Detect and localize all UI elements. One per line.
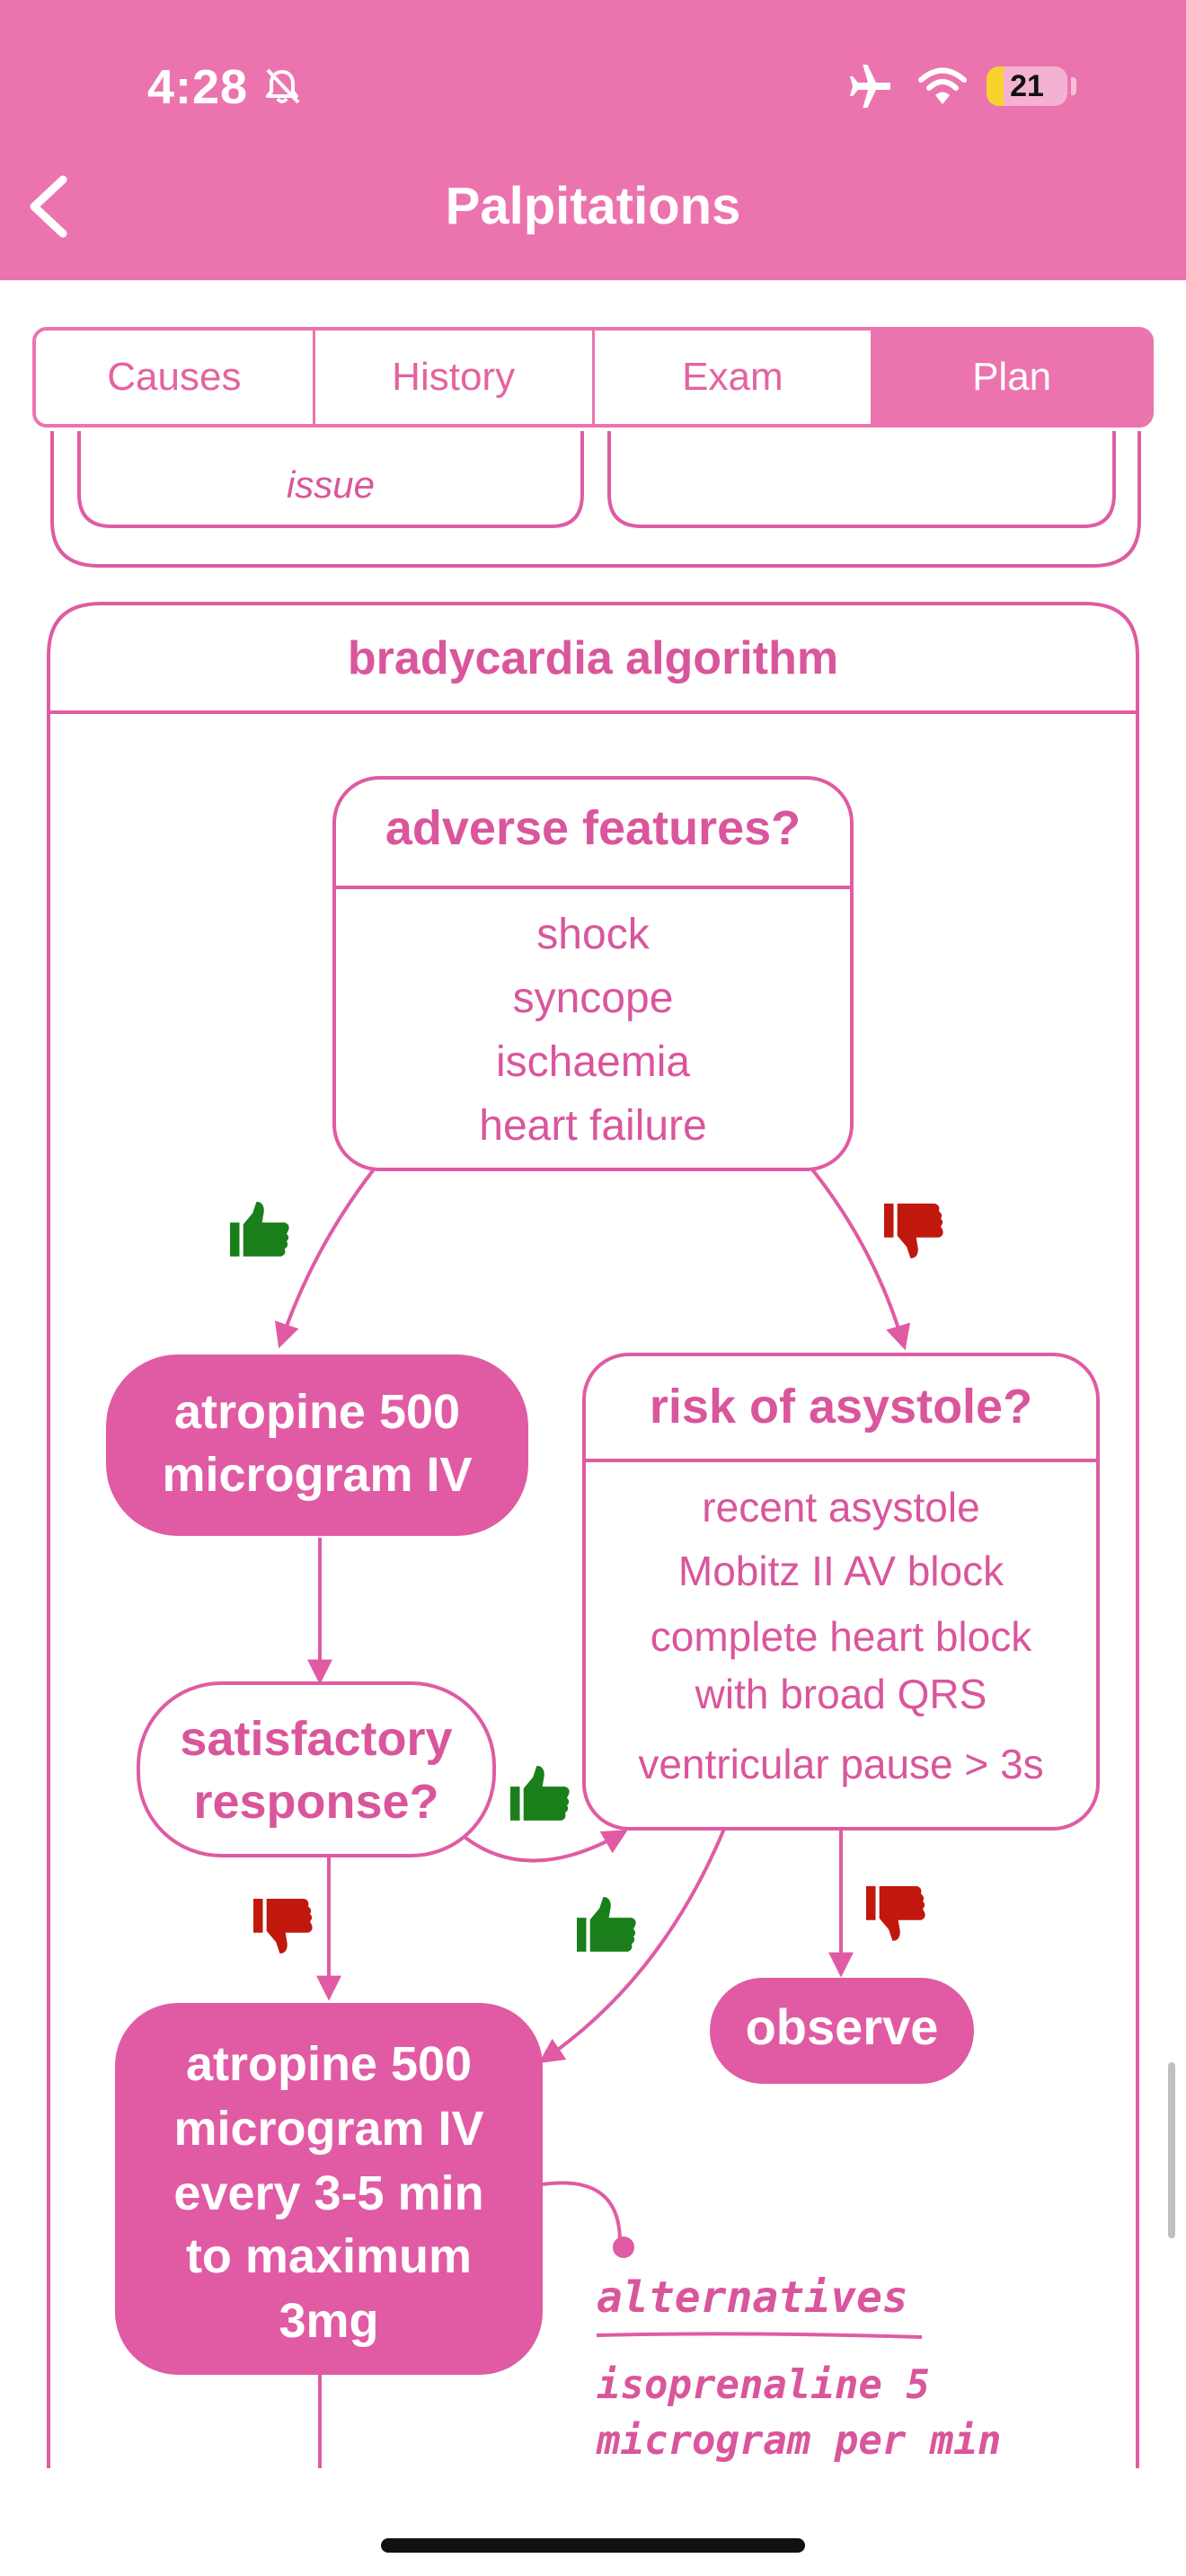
satisfactory-line: response? — [193, 1775, 438, 1829]
thumbs-down-icon — [253, 1899, 313, 1954]
chevron-left-icon[interactable] — [22, 171, 75, 243]
alternatives-item: isoprenaline 5 — [597, 2362, 930, 2408]
thumbs-up-icon — [577, 1897, 636, 1952]
risk-item: Mobitz II AV block — [678, 1548, 1005, 1594]
risk-item: ventricular pause > 3s — [638, 1741, 1043, 1787]
risk-of-asystole-box: risk of asystole? recent asystole Mobitz… — [582, 1353, 1100, 1831]
adverse-features-box: adverse features? shock syncope ischaemi… — [332, 776, 854, 1171]
observe-box[interactable]: observe — [710, 1978, 974, 2084]
atropine-repeat-line: to maximum — [186, 2229, 472, 2283]
adverse-title: adverse features? — [385, 801, 801, 855]
tab-plan[interactable]: Plan — [873, 331, 1150, 424]
risk-item: with broad QRS — [695, 1671, 987, 1717]
thumbs-up-icon — [510, 1766, 570, 1821]
alternatives-item: microgram per min — [596, 2418, 1001, 2464]
flow-connectors — [274, 1168, 911, 2468]
tab-exam[interactable]: Exam — [594, 331, 874, 424]
alternatives-note: alternatives isoprenaline 5 microgram pe… — [596, 2272, 1001, 2464]
battery-icon: 21 — [987, 66, 1067, 106]
atropine-repeat-line: atropine 500 — [186, 2037, 472, 2091]
page-title: Palpitations — [445, 177, 741, 235]
segmented-tabs: Causes History Exam Plan — [32, 327, 1154, 428]
previous-section: issue — [50, 431, 1141, 568]
thumbs-down-icon — [866, 1886, 925, 1941]
risk-item: complete heart block — [651, 1613, 1032, 1660]
atropine-first-line: microgram IV — [162, 1448, 472, 1502]
risk-item: recent asystole — [702, 1484, 979, 1531]
alternatives-title: alternatives — [597, 2272, 908, 2323]
app-header: 4:28 21 Palpitations — [0, 0, 1186, 280]
battery-tip — [1071, 77, 1076, 95]
adverse-item: heart failure — [479, 1102, 706, 1150]
status-time: 4:28 — [147, 60, 249, 114]
prev-box-text: issue — [287, 463, 375, 506]
thumbs-down-icon — [884, 1204, 943, 1258]
tab-history[interactable]: History — [314, 331, 595, 424]
atropine-first-line: atropine 500 — [174, 1385, 460, 1439]
bell-slash-icon — [266, 68, 300, 104]
satisfactory-line: satisfactory — [180, 1712, 452, 1766]
adverse-item: ischaemia — [496, 1038, 690, 1086]
plan-content[interactable]: issue bradycardia algorithm adverse feat… — [0, 431, 1186, 2468]
annotation-dot — [613, 2236, 634, 2258]
airplane-icon — [850, 65, 890, 108]
thumbs-up-icon — [230, 1202, 289, 1257]
atropine-repeat-box[interactable]: atropine 500 microgram IV every 3-5 min … — [115, 2003, 543, 2375]
atropine-first-box[interactable]: atropine 500 microgram IV — [106, 1354, 528, 1536]
observe-label: observe — [746, 1998, 939, 2055]
atropine-repeat-line: every 3-5 min — [173, 2166, 483, 2220]
tab-causes[interactable]: Causes — [36, 331, 315, 424]
atropine-repeat-line: microgram IV — [173, 2102, 483, 2156]
satisfactory-response-box: satisfactory response? — [137, 1681, 496, 1857]
scroll-indicator[interactable] — [1168, 2062, 1175, 2238]
algorithm-title: bradycardia algorithm — [348, 632, 838, 684]
wifi-icon — [918, 67, 967, 104]
atropine-repeat-line: 3mg — [279, 2294, 378, 2348]
adverse-item: shock — [536, 911, 650, 958]
algorithm-card: bradycardia algorithm — [47, 602, 1139, 2468]
flowchart-canvas: issue bradycardia algorithm adverse feat… — [47, 431, 1141, 2468]
battery-level: 21 — [1010, 69, 1044, 103]
risk-title: risk of asystole? — [650, 1380, 1032, 1434]
home-indicator[interactable] — [381, 2538, 805, 2553]
adverse-item: syncope — [513, 975, 674, 1022]
